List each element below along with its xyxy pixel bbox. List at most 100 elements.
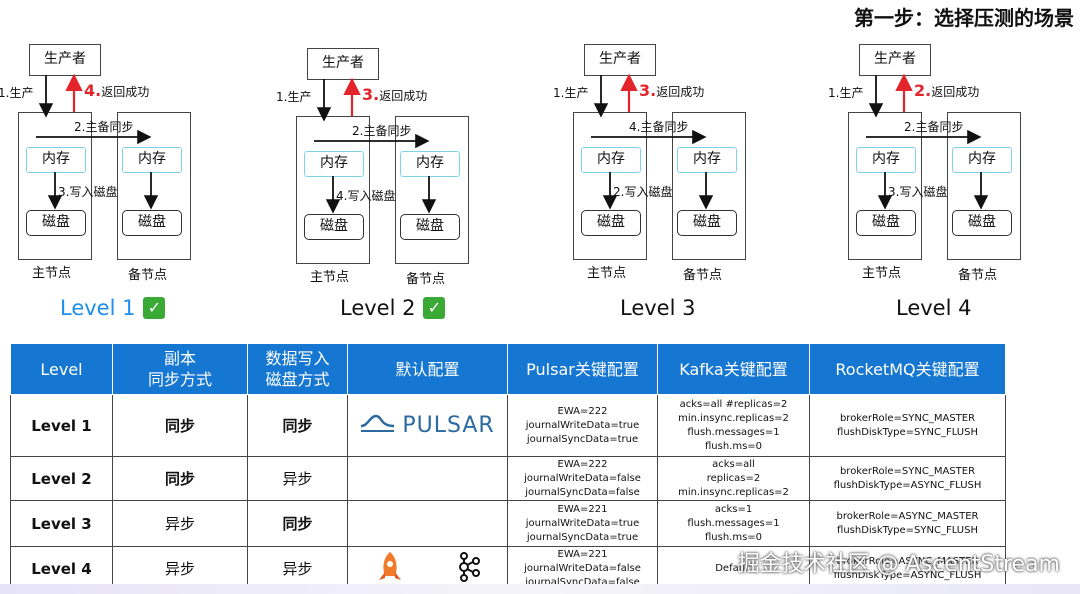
memory-box: 内存: [26, 147, 86, 173]
config-line: journalWriteData=true: [525, 419, 640, 431]
level-caption: Level 3: [620, 296, 695, 320]
arrows: [866, 73, 989, 210]
cell-disk: 异步: [247, 546, 348, 591]
arrows: [591, 73, 714, 210]
return-success-label: 3.返回成功: [362, 85, 427, 104]
config-line: min.insync.replicas=2: [678, 486, 789, 498]
return-text: 返回成功: [101, 85, 150, 99]
config-line: EWA=222: [557, 405, 608, 417]
return-success-label: 2.返回成功: [914, 81, 979, 100]
header-replica: 副本同步方式: [112, 343, 248, 395]
produce-label: 1.生产: [0, 86, 34, 100]
header-disk: 数据写入磁盘方式: [247, 343, 348, 395]
level-caption: Level 1 ✓: [60, 296, 166, 320]
table-header-row: Level 副本同步方式 数据写入磁盘方式 默认配置 Pulsar关键配置 Ka…: [10, 343, 1006, 395]
level-caption-text: Level 4: [896, 296, 972, 320]
memory-box: 内存: [677, 147, 737, 173]
config-line: acks=all #replicas=2: [679, 398, 788, 410]
cell-kafka-config: acks=all #replicas=2 min.insync.replicas=…: [657, 394, 810, 457]
cell-default: PULSAR: [347, 394, 508, 457]
config-table: Level 副本同步方式 数据写入磁盘方式 默认配置 Pulsar关键配置 Ka…: [10, 343, 1006, 591]
config-line: journalSyncData=false: [525, 576, 640, 588]
write-disk-label: 4.写入磁盘: [336, 189, 396, 203]
config-line: brokerRole=ASYNC_MASTER: [836, 555, 979, 567]
config-line: Default: [715, 562, 752, 574]
config-line: replicas=2: [706, 472, 761, 484]
producer-box: 生产者: [584, 44, 656, 76]
disk-box: 磁盘: [122, 210, 182, 236]
level-caption: Level 4: [896, 296, 971, 320]
config-line: brokerRole=ASYNC_MASTER: [836, 510, 979, 522]
config-line: journalSyncData=true: [526, 433, 639, 445]
config-line: flush.ms=0: [704, 440, 763, 452]
cell-rocketmq-config: brokerRole=ASYNC_MASTER flushDiskType=ASY…: [809, 546, 1006, 591]
check-icon: ✓: [143, 297, 166, 319]
config-line: EWA=221: [557, 503, 608, 515]
level-caption-text: Level 1: [60, 296, 136, 320]
kafka-icon: [454, 551, 482, 587]
config-line: flushDiskType=ASYNC_FLUSH: [833, 479, 982, 491]
cell-kafka-config: Default: [657, 546, 810, 591]
pulsar-logo: PULSAR: [350, 412, 505, 440]
write-disk-label: 2.写入磁盘: [613, 185, 673, 199]
cell-level: Level 4: [10, 546, 113, 591]
master-node-label: 主节点: [310, 270, 350, 285]
return-text: 返回成功: [656, 85, 705, 99]
memory-box: 内存: [400, 151, 460, 177]
config-line: min.insync.replicas=2: [678, 412, 789, 424]
return-step-number: 3.: [362, 85, 380, 104]
sync-label: 2.主备同步: [904, 120, 964, 134]
master-node-label: 主节点: [587, 266, 627, 281]
config-line: acks=1: [714, 503, 753, 515]
disk-box: 磁盘: [677, 210, 737, 236]
config-line: journalWriteData=true: [525, 517, 640, 529]
return-step-number: 2.: [914, 81, 932, 100]
master-node-label: 主节点: [862, 266, 902, 281]
write-disk-label: 3.写入磁盘: [888, 185, 948, 199]
disk-box: 磁盘: [304, 214, 364, 240]
level-caption-text: Level 3: [620, 296, 696, 320]
header-rocketmq: RocketMQ关键配置: [809, 343, 1006, 395]
bottom-strip: [0, 584, 1080, 594]
producer-box: 生产者: [859, 44, 931, 76]
disk-box: 磁盘: [400, 214, 460, 240]
config-line: EWA=221: [557, 548, 608, 560]
cell-pulsar-config: EWA=222 journalWriteData=true journalSyncD…: [507, 394, 658, 457]
produce-label: 1.生产: [553, 86, 589, 100]
cell-default: [347, 456, 508, 501]
level-caption-text: Level 2: [340, 296, 416, 320]
config-line: flush.messages=1: [687, 426, 780, 438]
disk-box: 磁盘: [952, 210, 1012, 236]
cell-disk: 同步: [247, 394, 348, 457]
produce-label: 1.生产: [828, 86, 864, 100]
check-icon: ✓: [423, 297, 446, 319]
config-line: journalSyncData=false: [525, 486, 640, 498]
config-line: flushDiskType=SYNC_FLUSH: [837, 426, 978, 438]
memory-box: 内存: [304, 151, 364, 177]
return-step-number: 3.: [639, 81, 657, 100]
master-node-label: 主节点: [32, 266, 72, 281]
config-line: journalWriteData=false: [524, 472, 641, 484]
cell-disk: 同步: [247, 500, 348, 547]
config-line: flushDiskType=SYNC_FLUSH: [837, 524, 978, 536]
pulsar-logo-text: PULSAR: [402, 413, 495, 438]
disk-box: 磁盘: [581, 210, 641, 236]
cell-replica: 同步: [112, 456, 248, 501]
config-line: flushDiskType=ASYNC_FLUSH: [833, 569, 982, 581]
sync-label: 2.主备同步: [352, 124, 412, 138]
cell-disk: 异步: [247, 456, 348, 501]
memory-box: 内存: [952, 147, 1012, 173]
cell-replica: 同步: [112, 394, 248, 457]
return-success-label: 4.返回成功: [84, 81, 149, 100]
memory-box: 内存: [122, 147, 182, 173]
backup-node-label: 备节点: [406, 272, 446, 287]
producer-box: 生产者: [307, 48, 379, 80]
